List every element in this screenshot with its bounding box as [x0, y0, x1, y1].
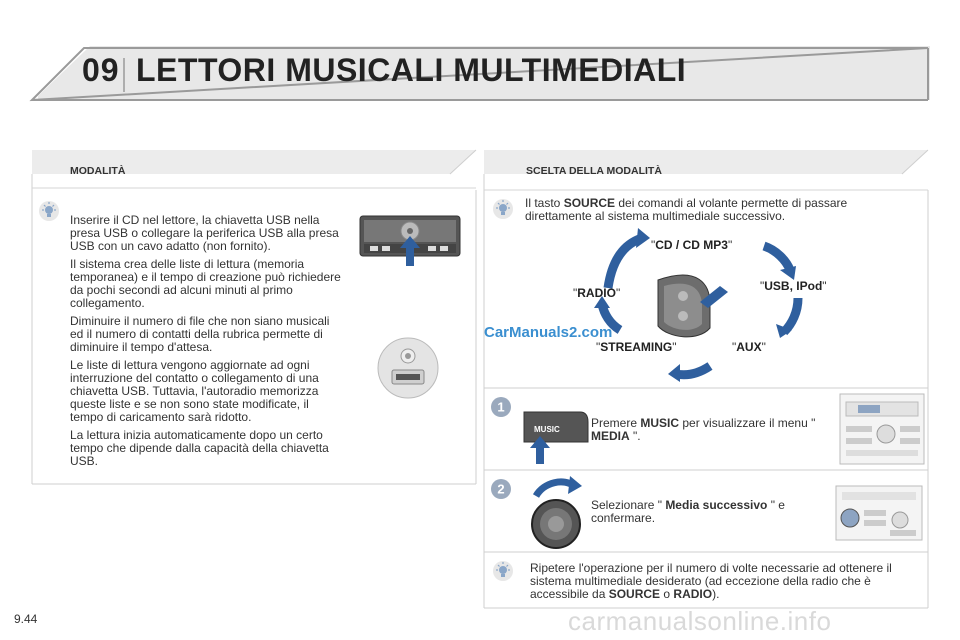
step-2-text: Selezionare " Media successivo " e confe…: [591, 499, 821, 525]
music-button-illustration: MUSIC: [523, 411, 589, 464]
usb-port-icon: [377, 337, 439, 399]
chapter-title: LETTORI MUSICALI MULTIMEDIALI: [136, 52, 687, 88]
step-text: ".: [629, 429, 641, 443]
mode-aux-label: AUX: [736, 340, 762, 354]
page-number: 9.44: [14, 612, 38, 626]
step-2-badge: 2: [491, 479, 511, 499]
mode-radio: "RADIO": [573, 286, 621, 300]
paragraph: Le liste di lettura vengono aggiornate a…: [70, 358, 319, 424]
radio-panel-illustration: [839, 393, 925, 465]
left-heading: MODALITÀ: [70, 165, 126, 177]
rotary-knob-illustration: [531, 476, 582, 549]
music-key: MUSIC: [640, 416, 680, 430]
right-panel-frame: [483, 149, 929, 609]
left-panel-frame: [31, 149, 477, 485]
lightbulb-icon: [493, 199, 513, 219]
paragraph: Diminuire il numero di file che non sian…: [70, 314, 330, 354]
chapter-number: 09: [82, 52, 120, 88]
mode-cd: "CD / CD MP3": [651, 238, 733, 252]
source-key: SOURCE: [608, 587, 661, 601]
media-menu: MEDIA: [591, 429, 630, 443]
source-intro: Il tasto SOURCE dei comandi al volante p…: [525, 197, 895, 223]
manualsonline-watermark: carmanualsonline.info: [568, 606, 832, 636]
step-text: Premere: [591, 416, 641, 430]
step-1-text: Premere MUSIC per visualizzare il menu "…: [591, 417, 831, 443]
intro-text: dei comandi al volante permette di passa…: [525, 196, 848, 223]
source-key: SOURCE: [563, 196, 616, 210]
lightbulb-icon: [493, 561, 513, 581]
step-text: Selezionare ": [591, 498, 666, 512]
lightbulb-icon: [39, 201, 59, 221]
intro-text: Il tasto: [525, 196, 564, 210]
step-text: " e confermare.: [591, 498, 785, 525]
mode-usb: "USB, IPod": [760, 279, 827, 293]
svg-text:2: 2: [497, 482, 504, 497]
svg-text:MUSIC: MUSIC: [534, 425, 560, 434]
next-media-option: Media successivo: [665, 498, 768, 512]
mode-radio-label: RADIO: [577, 286, 616, 300]
chapter-header-banner: [29, 46, 930, 102]
svg-text:1: 1: [497, 400, 504, 415]
mode-cd-label: CD / CD MP3: [655, 238, 728, 252]
carmanuals-watermark: CarManuals2.com: [484, 324, 613, 341]
footer-note: Ripetere l'operazione per il numero di v…: [530, 562, 915, 601]
step-text: per visualizzare il menu ": [679, 416, 816, 430]
mode-streaming-label: STREAMING: [600, 340, 673, 354]
note-text: ).: [712, 587, 720, 601]
radio-key: RADIO: [673, 587, 713, 601]
left-body: Inserire il CD nel lettore, la chiavetta…: [70, 214, 342, 473]
paragraph: La lettura inizia automaticamente dopo u…: [70, 428, 329, 468]
mode-aux: "AUX": [732, 340, 766, 354]
mode-streaming: "STREAMING": [596, 340, 677, 354]
paragraph: Il sistema crea delle liste di lettura (…: [70, 257, 341, 310]
note-text: Ripetere l'operazione per il numero di v…: [530, 561, 892, 601]
note-text: o: [660, 587, 674, 601]
mode-usb-label: USB, IPod: [764, 279, 823, 293]
arrow-up-icon: [400, 236, 420, 266]
step-1-badge: 1: [491, 397, 511, 417]
mode-cycle-diagram: [594, 228, 803, 382]
right-heading: SCELTA DELLA MODALITÀ: [526, 165, 662, 177]
paragraph: Inserire il CD nel lettore, la chiavetta…: [70, 213, 339, 253]
control-panel-illustration: [835, 485, 923, 541]
